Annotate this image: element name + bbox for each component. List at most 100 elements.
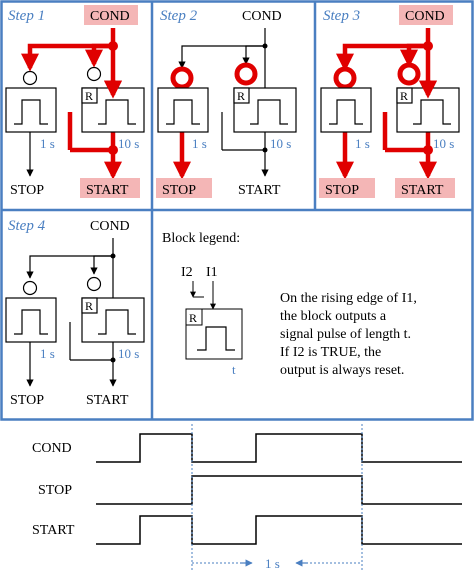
timing-waveform-stop bbox=[96, 475, 462, 505]
step-2-stop-highlight bbox=[156, 178, 212, 198]
step-2-start-time: 10 s bbox=[270, 136, 291, 151]
step-1-start-time: 10 s bbox=[118, 136, 139, 151]
legend-desc-line-1: On the rising edge of I1, bbox=[280, 291, 417, 306]
step-panel-2: Step 2 COND R 1 s 10 s STOP START bbox=[156, 8, 297, 198]
legend-time-label: t bbox=[232, 362, 236, 377]
step-2-cond-to-reset bbox=[242, 45, 265, 65]
timing-label-stop: STOP bbox=[38, 483, 72, 498]
step-4-start-junction bbox=[110, 357, 116, 363]
step-4-stop-timer-block bbox=[5, 297, 57, 343]
step-3-stop-label: STOP bbox=[325, 183, 359, 198]
timing-label-cond: COND bbox=[32, 441, 72, 456]
block-legend: Block legend: I2 I1 R t On the rising ed… bbox=[162, 231, 417, 378]
legend-title: Block legend: bbox=[162, 231, 240, 246]
step-1-start-highlight bbox=[80, 178, 140, 198]
step-3-start-junction bbox=[423, 145, 433, 155]
step-2-stop-time: 1 s bbox=[192, 136, 207, 151]
step-4-reset-label: R bbox=[85, 299, 93, 313]
step-4-cond-junction bbox=[110, 253, 116, 259]
step-2-start-junction bbox=[262, 147, 268, 153]
step-4-stop-pulse-icon bbox=[14, 309, 48, 335]
step-4-reset-box bbox=[81, 297, 98, 314]
step-4-stop-label: STOP bbox=[10, 393, 44, 408]
step-2-start-timer-block bbox=[233, 87, 297, 133]
legend-reset-label: R bbox=[189, 311, 197, 325]
step-4-start-label: START bbox=[86, 393, 129, 408]
step-1-stop-pulse-icon bbox=[14, 99, 48, 125]
step-3-cond-junction bbox=[423, 41, 433, 51]
panel-frames bbox=[0, 0, 474, 421]
step-3-label: Step 3 bbox=[323, 8, 360, 24]
step-1-stop-timer-block bbox=[5, 87, 57, 133]
step-2-reset-label: R bbox=[237, 89, 245, 103]
step-3-start-highlight bbox=[395, 178, 455, 198]
legend-reset-box bbox=[185, 308, 203, 326]
step-1-cond-highlight bbox=[84, 5, 138, 25]
step-3-reset-label: R bbox=[400, 89, 408, 103]
step-3-start-pulse-icon bbox=[413, 99, 451, 125]
step-panel-1: Step 1 COND R 1 s 10 s STOP START bbox=[5, 5, 145, 198]
step-4-cond-to-reset bbox=[90, 255, 113, 275]
step-2-cond-to-stop-block bbox=[178, 45, 265, 69]
legend-desc-line-4: If I2 is TRUE, the bbox=[280, 345, 381, 360]
step-4-start-pulse-icon bbox=[98, 309, 136, 335]
step-3-stop-pulse-icon bbox=[329, 99, 363, 125]
step-3-stop-timer-block bbox=[320, 87, 372, 133]
step-4-start-time: 10 s bbox=[118, 346, 139, 361]
step-3-stop-negation-circle bbox=[333, 66, 357, 90]
step-2-stop-timer-block bbox=[157, 87, 209, 133]
step-2-stop-negation-circle bbox=[170, 66, 194, 90]
step-3-start-time: 10 s bbox=[433, 136, 454, 151]
step-2-cond-label: COND bbox=[242, 9, 282, 24]
timing-interval-label: 1 s bbox=[265, 556, 280, 571]
step-2-stop-label: STOP bbox=[162, 183, 196, 198]
step-4-stop-time: 1 s bbox=[40, 346, 55, 361]
step-3-reset-negation-circle bbox=[397, 62, 421, 86]
step-1-stop-negation-circle bbox=[22, 70, 38, 86]
step-3-cond-highlight bbox=[399, 5, 453, 25]
step-4-label: Step 4 bbox=[8, 218, 46, 234]
step-panel-4: Step 4 COND R 1 s 10 s STOP START bbox=[5, 218, 145, 408]
step-2-start-label: START bbox=[238, 183, 281, 198]
step-1-reset-label: R bbox=[85, 89, 93, 103]
step-3-cond-to-stop-block bbox=[336, 43, 428, 72]
step-1-stop-label: STOP bbox=[10, 183, 44, 198]
step-1-start-junction bbox=[108, 145, 118, 155]
timing-label-start: START bbox=[32, 523, 75, 538]
legend-input-i1: I1 bbox=[206, 265, 218, 280]
step-1-stop-time: 1 s bbox=[40, 136, 55, 151]
step-4-cond-to-stop-block bbox=[26, 255, 113, 279]
step-2-reset-box bbox=[233, 87, 250, 104]
legend-desc-line-5: output is always reset. bbox=[280, 363, 404, 378]
step-1-reset-negation-circle bbox=[86, 66, 102, 82]
timing-waveform-start bbox=[96, 515, 462, 545]
step-1-start-pulse-icon bbox=[98, 99, 136, 125]
step-1-reset-box bbox=[81, 87, 98, 104]
legend-input-i2: I2 bbox=[181, 265, 193, 280]
step-4-reset-negation-circle bbox=[86, 276, 102, 292]
legend-desc-line-3: signal pulse of length t. bbox=[280, 327, 411, 342]
legend-pulse-icon bbox=[197, 326, 235, 351]
timing-diagram: COND STOP START 1 s bbox=[32, 424, 462, 572]
step-2-start-pulse-icon bbox=[250, 99, 288, 125]
step-3-start-label: START bbox=[401, 183, 444, 198]
step-4-cond-label: COND bbox=[90, 219, 130, 234]
step-1-start-label: START bbox=[86, 183, 129, 198]
step-2-cond-junction bbox=[262, 43, 268, 49]
step-1-cond-to-stop-block bbox=[21, 43, 113, 72]
timing-waveform-cond bbox=[96, 433, 462, 463]
step-1-cond-junction bbox=[108, 41, 118, 51]
step-2-label: Step 2 bbox=[160, 8, 198, 24]
step-3-reset-box bbox=[396, 87, 413, 104]
step-2-reset-negation-circle bbox=[234, 62, 258, 86]
step-3-cond-label: COND bbox=[405, 9, 445, 24]
steps-layer: Step 1 COND R 1 s 10 s STOP START Step 2 COND R 1 … bbox=[5, 5, 460, 408]
step-1-label: Step 1 bbox=[8, 8, 45, 24]
step-1-cond-label: COND bbox=[90, 9, 130, 24]
step-4-stop-negation-circle bbox=[22, 280, 38, 296]
step-2-stop-pulse-icon bbox=[166, 99, 200, 125]
legend-desc-line-2: the block outputs a bbox=[280, 309, 387, 324]
step-3-stop-highlight bbox=[319, 178, 375, 198]
